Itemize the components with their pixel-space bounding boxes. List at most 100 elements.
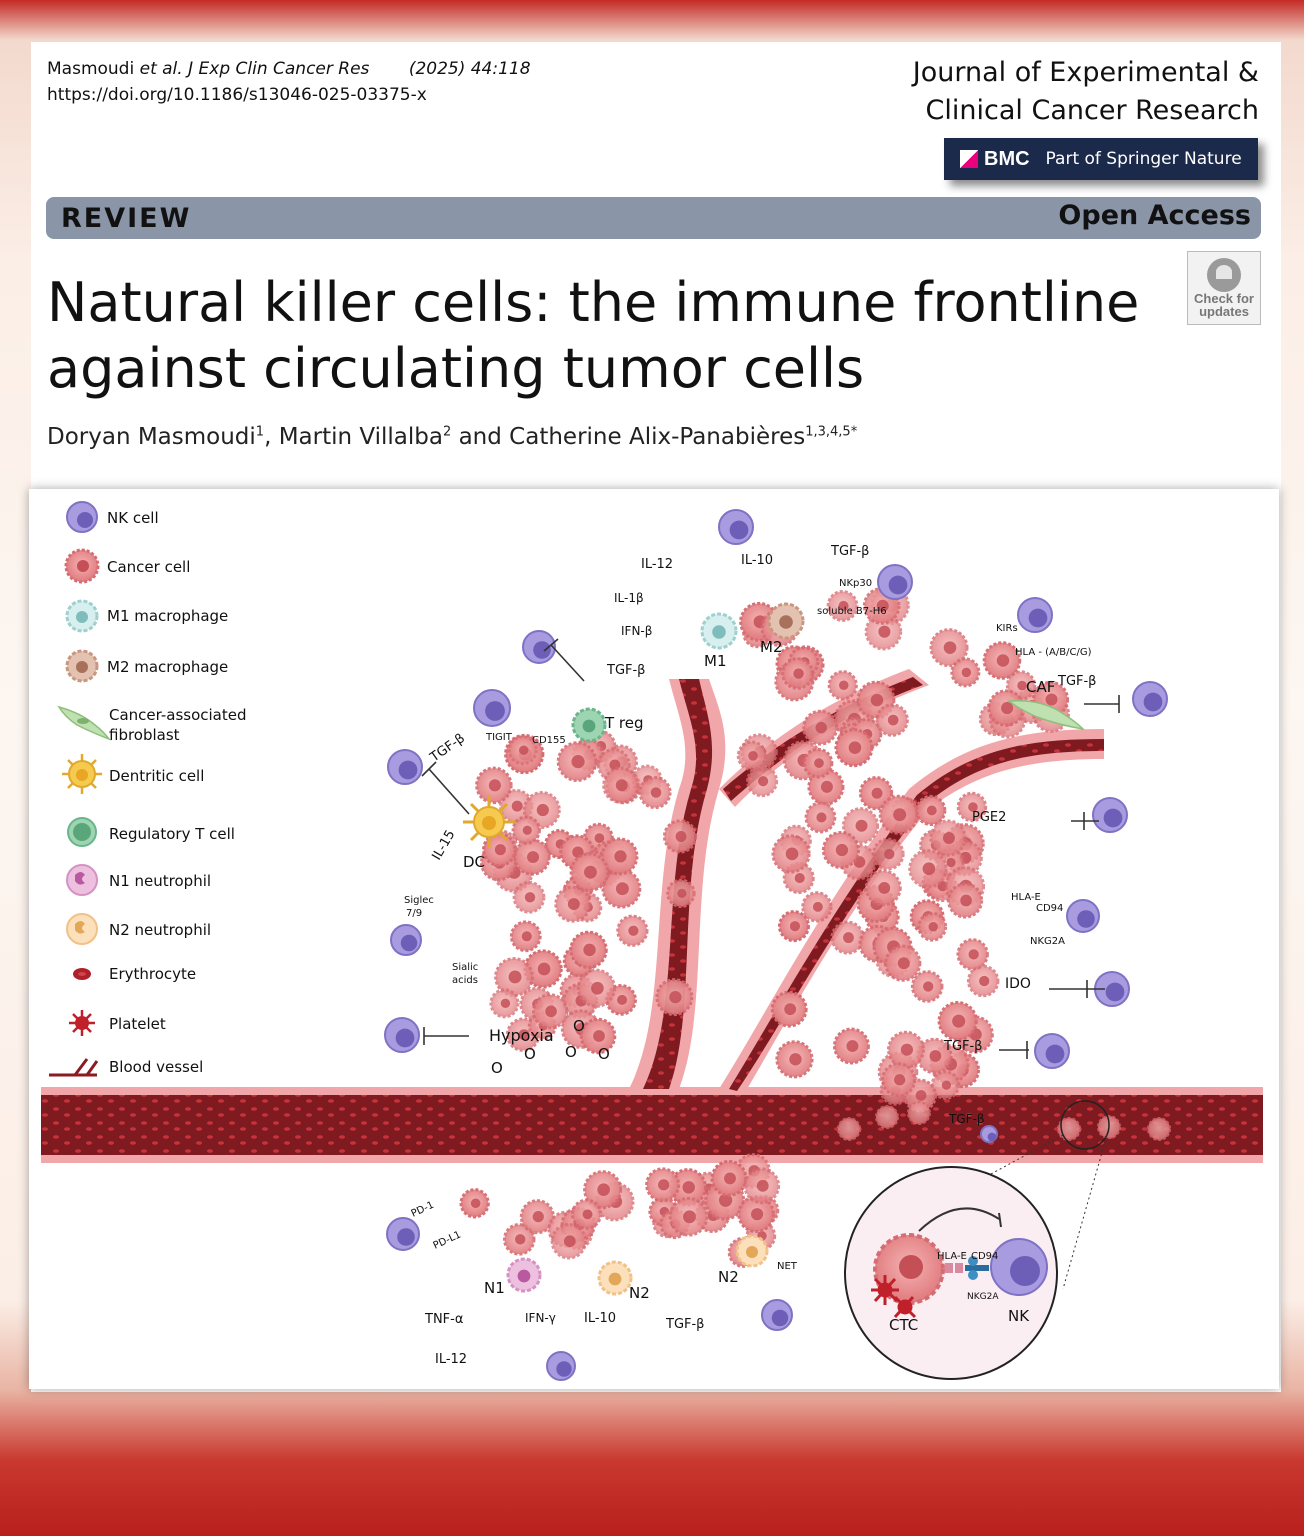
journal-name: Journal of Experimental & Clinical Cance…: [913, 54, 1259, 130]
label-o2: O: [598, 1045, 610, 1063]
legend-item-erythrocyte: Erythrocyte: [73, 965, 196, 983]
m1-macrophage-icon: [700, 612, 738, 650]
label-tgfb-right: TGF-β: [943, 1039, 982, 1054]
label-ifnb: IFN-β: [621, 624, 652, 638]
author-name[interactable]: Catherine Alix-Panabières: [509, 424, 806, 450]
nk-cell-icon: [387, 749, 423, 785]
doi-link[interactable]: https://doi.org/10.1186/s13046-025-03375…: [47, 85, 427, 105]
label-tigit: TIGIT: [485, 732, 513, 743]
nk-cell-icon: [522, 630, 556, 664]
check-for-updates-button[interactable]: Check for updates: [1187, 251, 1261, 325]
cancer-cell: [830, 920, 865, 955]
open-access-label: Open Access: [1058, 200, 1251, 231]
cancer-cell: [513, 838, 551, 876]
nk-cell-icon: [718, 509, 754, 545]
dendritic-cell-icon: [463, 796, 515, 848]
cancer-cell: [638, 775, 672, 810]
cancer-cell: [583, 1170, 623, 1210]
label-pge2: PGE2: [972, 810, 1006, 825]
cancer-cell: [956, 791, 988, 823]
label-ido: IDO: [1005, 976, 1031, 992]
cancer-cell: [950, 657, 981, 688]
cancer-cell: [602, 766, 640, 804]
cancer-cell: [802, 709, 839, 746]
nk-cell-icon: [390, 924, 422, 956]
legend-label: Regulatory T cell: [109, 825, 235, 843]
zoom-line: [1062, 1134, 1108, 1290]
legend-label: Blood vessel: [109, 1058, 203, 1076]
bmc-logo-icon: [960, 150, 978, 168]
cancer-cell: [710, 1159, 748, 1197]
label-nkg2a-right: NKG2A: [1030, 936, 1065, 947]
nk-cell-icon: [386, 1217, 420, 1251]
cancer-cell: [554, 885, 592, 923]
cancer-cell: [1147, 1117, 1171, 1141]
cancer-cell: [929, 819, 967, 857]
cancer-cell: [937, 1001, 978, 1042]
label-hlae-zoom: HLA-E: [937, 1251, 967, 1262]
label-sialic-2: acids: [452, 975, 478, 986]
n2-neutrophil-icon: [597, 1260, 633, 1296]
nk-cell-icon: [1132, 681, 1168, 717]
author-name[interactable]: Martin Villalba: [278, 424, 443, 450]
ctc-cell: [871, 1233, 945, 1319]
label-n2-b: N2: [718, 1268, 739, 1286]
cancer-cell: [834, 728, 874, 768]
legend-label-line2: fibroblast: [109, 726, 180, 744]
citation-header: Masmoudi et al. J Exp Clin Cancer Res (2…: [47, 56, 531, 108]
cancer-cell: [662, 819, 698, 854]
zoom-inset: HLA-E CD94 NKG2A CTC NK: [844, 1100, 1110, 1380]
n2-neutrophil-icon: [66, 913, 98, 945]
label-il1b: IL-1β: [614, 591, 644, 605]
cancer-cell: [802, 747, 834, 779]
m2-macrophage-icon: [65, 649, 99, 683]
label-m2: M2: [760, 638, 783, 656]
treg-icon: [571, 707, 607, 743]
cancer-cell: [827, 670, 858, 701]
m1-macrophage-icon: [65, 599, 99, 633]
cancer-cell: [864, 869, 902, 907]
cancer-cell: [531, 993, 569, 1030]
publisher-logo-text: BMC: [984, 147, 1030, 170]
cancer-cell: [837, 1117, 861, 1141]
legend-item-treg: Regulatory T cell: [67, 817, 235, 847]
cancer-cell: [930, 1070, 961, 1100]
publisher-badge[interactable]: BMC Part of Springer Nature: [944, 138, 1258, 180]
cancer-cell: [781, 657, 814, 690]
legend-label: Dentritic cell: [109, 767, 204, 785]
cancer-cell: [821, 830, 860, 870]
legend-item-n1-neutrophil: N1 neutrophil: [66, 864, 211, 896]
dendritic-cell-icon: [62, 754, 102, 794]
journal-name-line1: Journal of Experimental &: [912, 57, 1259, 88]
nk-cell-icon: [473, 689, 511, 727]
nk-cell-icon: [761, 1299, 793, 1331]
check-updates-icon: [1207, 258, 1241, 292]
author-affiliation: 2: [442, 424, 452, 440]
blood-vessel-icon: [49, 1058, 99, 1077]
label-n1: N1: [484, 1279, 505, 1297]
receptor-complex: [945, 1256, 989, 1280]
legend-item-m2-macrophage: M2 macrophage: [65, 649, 228, 683]
cancer-cell: [826, 590, 859, 622]
cancer-cell: [550, 1222, 588, 1260]
cancer-cell: [600, 837, 639, 876]
cancer-cell: [875, 703, 909, 737]
author-name[interactable]: Doryan Masmoudi: [47, 424, 256, 450]
cancer-cell: [489, 988, 520, 1019]
cancer-cell: [475, 766, 513, 805]
cancer-cell: [884, 944, 922, 982]
cancer-cell: [645, 1167, 681, 1203]
cancer-cell: [929, 628, 969, 668]
cancer-cell: [775, 1040, 814, 1079]
label-sialic: Sialic: [452, 962, 478, 973]
nk-cell-icon: [877, 564, 913, 600]
cancer-cell: [907, 1101, 931, 1125]
n1-neutrophil-icon: [506, 1257, 542, 1293]
m2-macrophage-icon: [767, 602, 805, 640]
label-nk: NK: [1008, 1307, 1030, 1325]
figure-canvas: NK cell Cancer cell M1 macrophage M2 mac…: [41, 501, 1263, 1381]
legend-label: Cancer-associated: [109, 706, 247, 724]
label-il10-top: IL-10: [741, 553, 773, 568]
label-o2: O: [565, 1043, 577, 1061]
label-tgfb-top: TGF-β: [830, 544, 869, 559]
